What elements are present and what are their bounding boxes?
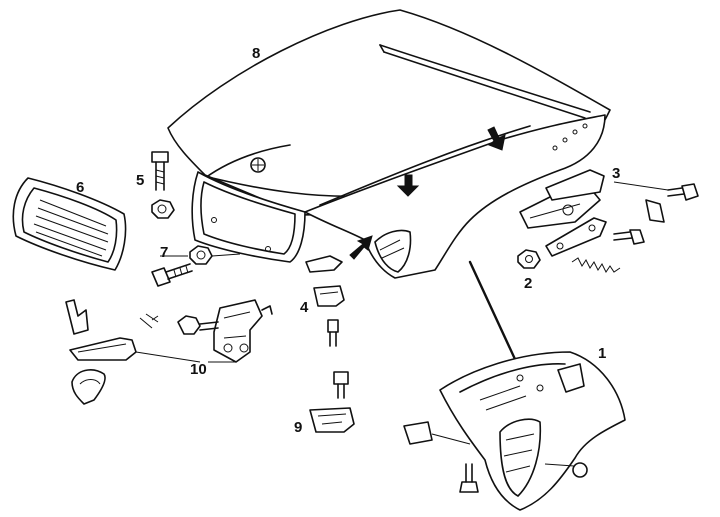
callout-label-8: 8 <box>252 45 261 62</box>
callout-label-9: 9 <box>294 419 303 436</box>
release-bushing <box>645 199 665 223</box>
callout-label-10: 10 <box>190 361 207 378</box>
release-bolt <box>613 181 699 201</box>
clip-screw-4 <box>327 319 339 347</box>
arrow-icon <box>487 126 506 151</box>
callout-label-5: 5 <box>136 172 145 189</box>
return-spring <box>571 257 621 273</box>
liner-clip <box>403 421 471 445</box>
screw-9 <box>333 371 349 399</box>
hinge-clip-upper <box>65 299 89 335</box>
nut-7 <box>189 245 241 265</box>
callout-label-3: 3 <box>612 165 621 182</box>
callout-label-6: 6 <box>76 179 85 196</box>
hinge-pin <box>139 313 159 329</box>
grille-frame <box>191 171 306 263</box>
liner-plug <box>544 462 588 478</box>
callout-label-2: 2 <box>524 275 533 292</box>
hinge-bracket <box>69 337 201 363</box>
callout-label-4: 4 <box>300 299 309 316</box>
release-link <box>545 217 607 257</box>
fastener-clip-4 <box>313 285 345 307</box>
front-fender <box>304 114 606 279</box>
leader-fender-liner <box>468 260 522 372</box>
hinge-clip-lower <box>71 369 106 405</box>
release-bracket <box>545 169 605 201</box>
arrow-icon <box>396 174 420 197</box>
hood-hinge <box>213 299 273 363</box>
grille-insert <box>12 177 127 271</box>
release-screw <box>613 229 645 245</box>
latch-plate <box>305 255 343 273</box>
callout-label-7: 7 <box>160 244 169 261</box>
callout-label-1: 1 <box>598 345 607 362</box>
release-nut <box>517 249 541 269</box>
hinge-bolt <box>177 315 219 335</box>
bolt-5 <box>151 151 169 191</box>
nut-5 <box>151 199 175 219</box>
bolt-7 <box>151 263 193 287</box>
liner-screw <box>459 463 479 493</box>
arrow-icon <box>349 235 373 260</box>
fastener-clip-9 <box>309 407 355 433</box>
wheel-arch-liner <box>439 351 626 511</box>
